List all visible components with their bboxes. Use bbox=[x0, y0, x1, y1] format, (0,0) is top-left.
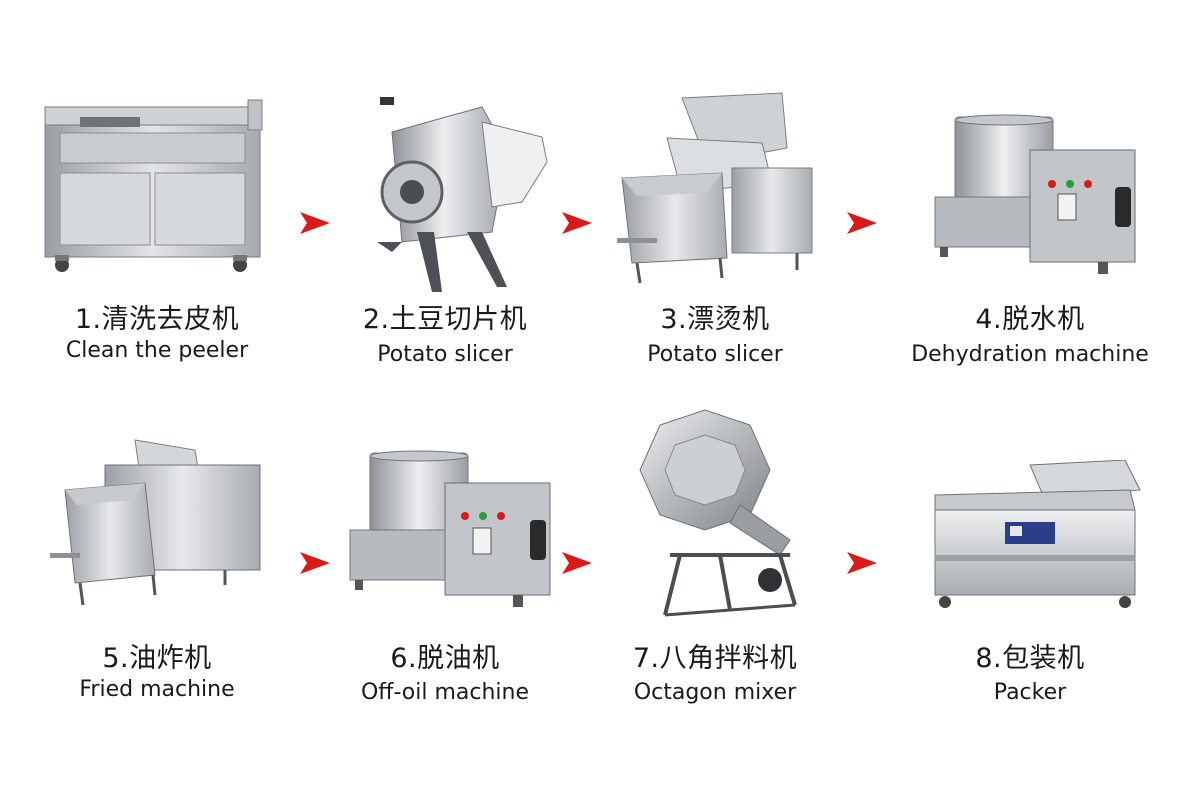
peeler-machine-image bbox=[40, 95, 270, 280]
octagon-mixer-icon bbox=[639, 409, 797, 617]
octagon-mixer-machine-image bbox=[630, 405, 810, 620]
peeler-icon bbox=[44, 99, 263, 272]
fryer-machine-image bbox=[45, 435, 270, 615]
step-3-title: 3.漂烫机 bbox=[660, 304, 770, 335]
step-7-title: 7.八角拌料机 bbox=[632, 643, 798, 674]
dehydrator-machine-image bbox=[930, 112, 1140, 287]
arrow-icon bbox=[300, 552, 330, 574]
vacuum-packer-icon bbox=[934, 460, 1141, 608]
step-3-label: Potato slicer bbox=[647, 342, 783, 367]
step-2-label: Potato slicer bbox=[377, 342, 513, 367]
step-8-title: 8.包装机 bbox=[975, 643, 1085, 674]
blancher-icon bbox=[617, 92, 813, 284]
deoiler-icon bbox=[349, 450, 551, 607]
slicer-icon bbox=[377, 97, 548, 292]
arrow-icon bbox=[847, 552, 877, 574]
step-4-label: Dehydration machine bbox=[911, 342, 1149, 367]
arrow-icon bbox=[562, 212, 592, 234]
step-6-label: Off-oil machine bbox=[360, 680, 530, 705]
arrow-icon bbox=[300, 212, 330, 234]
deoiler-machine-image bbox=[345, 448, 555, 618]
dehydrator-icon bbox=[934, 114, 1136, 274]
step-8-label: Packer bbox=[993, 680, 1067, 705]
step-5-title: 5.油炸机 bbox=[102, 643, 212, 674]
step-1-title: 1.清洗去皮机 bbox=[74, 304, 240, 335]
vacuum-packer-machine-image bbox=[930, 460, 1145, 610]
step-7-label: Octagon mixer bbox=[633, 680, 797, 705]
step-4-title: 4.脱水机 bbox=[975, 304, 1085, 335]
step-1-label: Clean the peeler bbox=[65, 338, 249, 363]
arrow-icon bbox=[847, 212, 877, 234]
step-6-title: 6.脱油机 bbox=[390, 643, 500, 674]
blancher-machine-image bbox=[612, 88, 817, 288]
fryer-icon bbox=[50, 439, 261, 606]
arrow-icon bbox=[562, 552, 592, 574]
step-5-label: Fried machine bbox=[79, 677, 235, 702]
step-2-title: 2.土豆切片机 bbox=[362, 304, 528, 335]
slicer-machine-image bbox=[372, 92, 562, 292]
